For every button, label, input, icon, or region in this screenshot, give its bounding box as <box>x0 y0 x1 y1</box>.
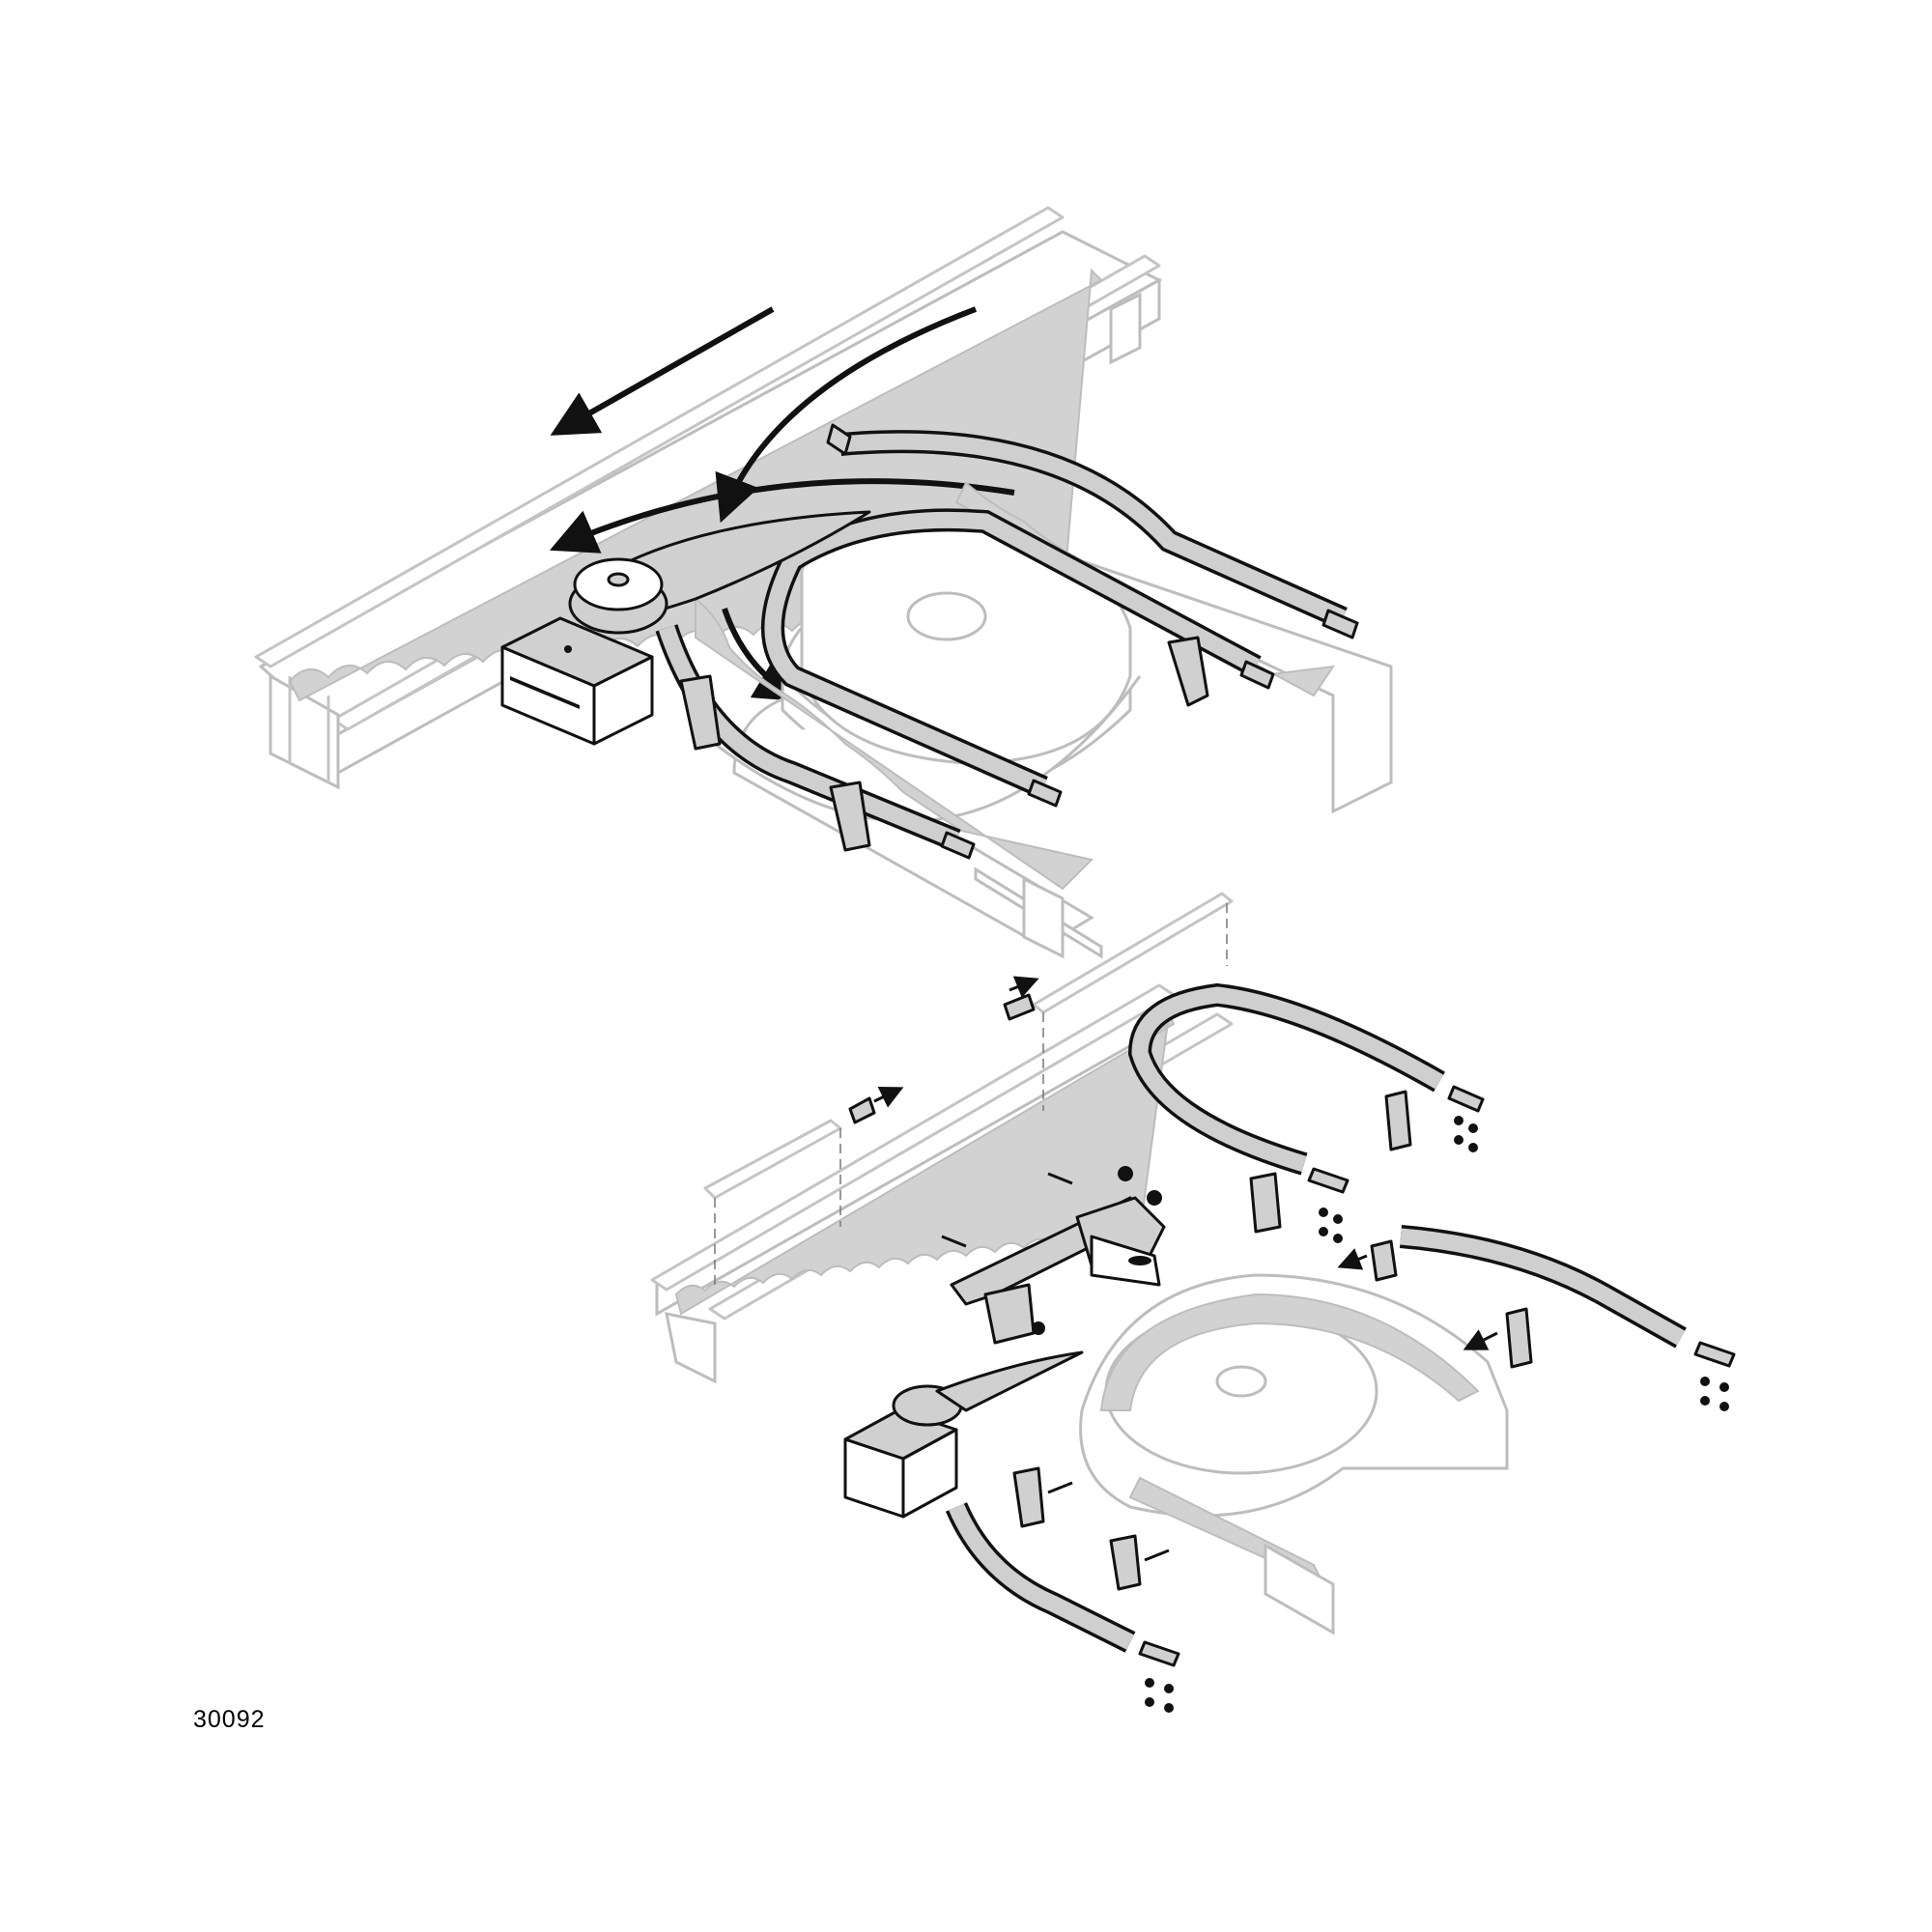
exploded-view <box>650 892 1736 1713</box>
support-bracket <box>679 636 1209 852</box>
flow-arrow-icon-3 <box>549 478 1015 554</box>
assembled-view <box>254 206 1393 959</box>
exploded-turn-plate <box>941 1166 1166 1345</box>
inner-guide-rail <box>761 508 1262 798</box>
drive-unit <box>500 557 668 746</box>
flow-arrow-icon-2 <box>715 306 978 524</box>
exploded-brackets <box>1012 1239 1533 1591</box>
lower-guide-rail <box>655 624 961 852</box>
exploded-drive-unit <box>843 1350 1084 1519</box>
outer-guide-rail <box>838 430 1348 629</box>
exploded-u-turn-segment <box>1079 1273 1509 1635</box>
turntable <box>800 519 1132 765</box>
fastener-icon <box>848 976 1039 1124</box>
removed-side-rail <box>703 892 1234 1290</box>
exploded-curved-rail-right <box>1400 1225 1736 1411</box>
flow-arrow-icon <box>550 306 775 436</box>
exploded-u-guide-rail <box>1127 982 1485 1243</box>
drawing-number: 30092 <box>193 1706 266 1733</box>
exploded-curved-rail-left <box>945 1502 1180 1713</box>
rail-end-clip <box>826 423 1359 860</box>
